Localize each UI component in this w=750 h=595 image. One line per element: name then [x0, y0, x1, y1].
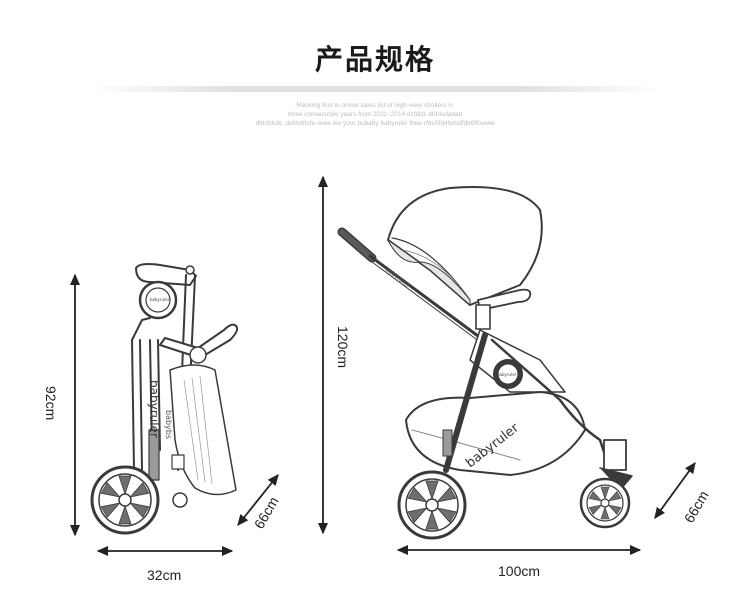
folded-height-label: 92cm	[43, 386, 59, 420]
unfolded-depth-arrow	[654, 461, 696, 520]
unfolded-height-label: 120cm	[335, 326, 351, 368]
unfolded-depth-label: 66cm	[681, 488, 712, 526]
folded-sub-brand-label: babybs	[164, 410, 173, 439]
fine-print-line: dfdsfdsfe, dsfdsfdsfe rewe ike your buba…	[255, 120, 495, 127]
folded-stroller	[90, 263, 239, 535]
title-divider	[90, 86, 660, 92]
folded-brand-label: babyruler	[147, 380, 161, 438]
folded-depth-arrow	[237, 474, 279, 526]
unfolded-length-label: 100cm	[498, 563, 540, 579]
unfolded-stroller	[337, 185, 633, 540]
folded-width-label: 32cm	[147, 567, 181, 583]
folded-depth-label: 66cm	[251, 494, 282, 532]
unfolded-badge: babyruler	[497, 372, 517, 377]
fine-print-line: Ranking first in online sales list of hi…	[296, 102, 454, 109]
folded-badge: babyruler	[150, 297, 170, 302]
page-title: 产品规格	[314, 43, 435, 76]
fine-print-line: three consecutive years from 2011~2014 d…	[287, 111, 463, 118]
unfolded-handle-brand: babyruler	[384, 266, 412, 290]
